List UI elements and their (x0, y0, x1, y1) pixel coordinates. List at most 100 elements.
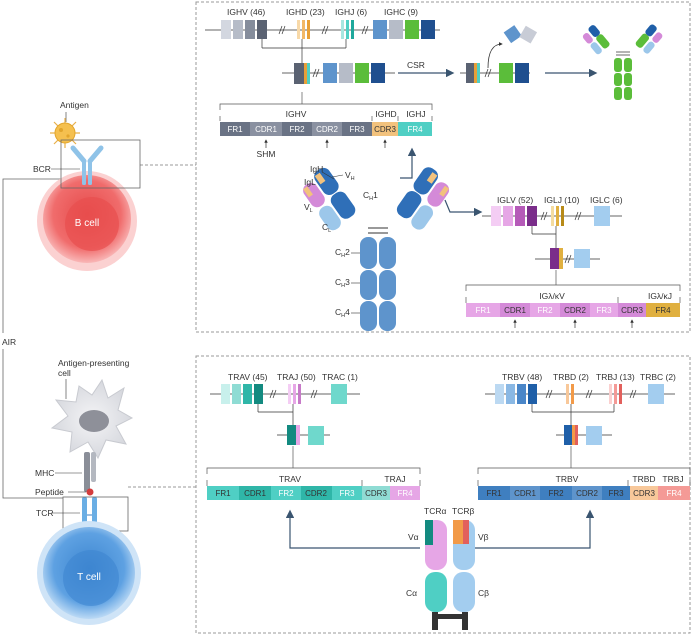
ch4-label: CH4 (335, 307, 350, 319)
t-cell-label: T cell (77, 572, 101, 583)
tra-segment-bar (207, 486, 420, 500)
igh-seg-fr2: FR2 (289, 125, 305, 134)
ighd-gene-blocks (297, 20, 310, 39)
iglc-count-label: IGLC (6) (590, 195, 623, 205)
igl-seg-fr3: FR3 (596, 306, 612, 315)
traj-gene-blocks (288, 384, 301, 404)
ighv-gene-blocks (221, 20, 267, 39)
excision-arrow (487, 42, 503, 69)
trb-rearranged (564, 425, 602, 445)
excised-circle (503, 25, 538, 44)
tra-seg-fr4: FR4 (397, 489, 413, 498)
antibody-large (303, 167, 450, 331)
iglv-gene-blocks (491, 206, 537, 226)
trb-region-j: TRBJ (662, 474, 683, 484)
igh-post-csr-locus (466, 63, 529, 83)
tcr-to-trb-arrow (475, 509, 595, 549)
t-cell (37, 521, 141, 625)
ighj-count-label: IGHJ (6) (335, 7, 367, 17)
air-label: AIR (2, 337, 16, 347)
ighc-count-label: IGHC (9) (384, 7, 418, 17)
trb-seg-fr4: FR4 (666, 489, 682, 498)
tra-seg-cdr1: CDR1 (244, 489, 266, 498)
vl-label: VL (304, 202, 313, 214)
b-cell (37, 171, 137, 271)
tcr-molecule (425, 520, 475, 630)
tcr-to-tra-arrow (285, 509, 420, 549)
trbj-count-label: TRBJ (13) (596, 372, 635, 382)
iglj-gene-blocks (551, 206, 564, 226)
tcr-beta-label: TCRβ (452, 506, 474, 516)
igh-seg-cdr3: CDR3 (374, 125, 396, 134)
ch2-label: CH2 (335, 247, 350, 259)
ighv-count-label: IGHV (46) (227, 7, 265, 17)
igh-rearranged-vdj (294, 63, 310, 84)
trbd-count-label: TRBD (2) (553, 372, 589, 382)
tra-region-j: TRAJ (384, 474, 405, 484)
shm-label: SHM (257, 149, 276, 159)
ighj-gene-blocks (341, 20, 354, 39)
tra-region-v: TRAV (279, 474, 301, 484)
v-beta-label: Vβ (478, 532, 489, 542)
igl-seg-fr4: FR4 (655, 306, 671, 315)
tra-seg-fr1: FR1 (215, 489, 231, 498)
csr-label: CSR (407, 60, 425, 70)
trb-region-d: TRBD (632, 474, 655, 484)
tcr-label: TCR (36, 508, 53, 518)
trbv-gene-blocks (495, 384, 537, 404)
bcr-icon (70, 145, 104, 185)
trbj-gene-blocks (609, 384, 622, 404)
igh-region-d: IGHD (375, 109, 396, 119)
vh-label: VH (345, 170, 355, 182)
mhc-icon (84, 452, 96, 492)
trb-seg-cdr1: CDR1 (514, 489, 536, 498)
tra-seg-fr3: FR3 (339, 489, 355, 498)
c-beta-label: Cβ (478, 588, 489, 598)
igh-region-j: IGHJ (406, 109, 425, 119)
igl-seg-cdr3: CDR3 (621, 306, 643, 315)
ch1-label: CH1 (363, 190, 378, 202)
trac-count-label: TRAC (1) (322, 372, 358, 382)
trac-gene-block (331, 384, 347, 404)
igl-segment-bar (466, 303, 680, 317)
bcr-panel (195, 1, 691, 333)
apc-label-2: cell (58, 368, 71, 378)
trav-gene-blocks (221, 384, 263, 404)
trb-segment-bar (478, 486, 690, 500)
trb-region-v: TRBV (556, 474, 579, 484)
trb-seg-fr1: FR1 (486, 489, 502, 498)
igh-region-v: IGHV (286, 109, 307, 119)
iglc-gene-block (594, 206, 610, 226)
igl-rearranged (550, 248, 590, 269)
antibody-to-igl-arrow (444, 199, 483, 217)
trbc-gene-block (648, 384, 664, 404)
apc-label-1: Antigen-presenting (58, 358, 130, 368)
igh-seg-cdr1: CDR1 (255, 125, 277, 134)
b-cell-label: B cell (75, 218, 99, 229)
mhc-label: MHC (35, 468, 54, 478)
igh-rearranged-constant (323, 63, 385, 83)
tra-seg-cdr2: CDR2 (305, 489, 327, 498)
tra-seg-cdr3: CDR3 (365, 489, 387, 498)
tcr-alpha-label: TCRα (424, 506, 446, 516)
peptide-label: Peptide (35, 487, 64, 497)
trbv-count-label: TRBV (48) (502, 372, 542, 382)
igh-seg-fr1: FR1 (227, 125, 243, 134)
antigen-virus-icon (50, 118, 80, 148)
trb-seg-fr3: FR3 (608, 489, 624, 498)
igh-chain-label: IgH (310, 164, 323, 174)
tcr-icon (82, 497, 97, 525)
trbc-count-label: TRBC (2) (640, 372, 676, 382)
igl-seg-fr2: FR2 (537, 306, 553, 315)
antigen-presenting-cell (50, 378, 134, 460)
tra-rearranged (287, 425, 324, 445)
c-alpha-label: Cα (406, 588, 417, 598)
traj-count-label: TRAJ (50) (277, 372, 316, 382)
igl-seg-cdr1: CDR1 (504, 306, 526, 315)
igl-region-v: IGλ/κV (539, 291, 565, 301)
igh-seg-fr4: FR4 (407, 125, 423, 134)
bcr-zoom-box (60, 139, 141, 189)
iglv-count-label: IGLV (52) (497, 195, 533, 205)
antigen-label: Antigen (60, 100, 89, 110)
